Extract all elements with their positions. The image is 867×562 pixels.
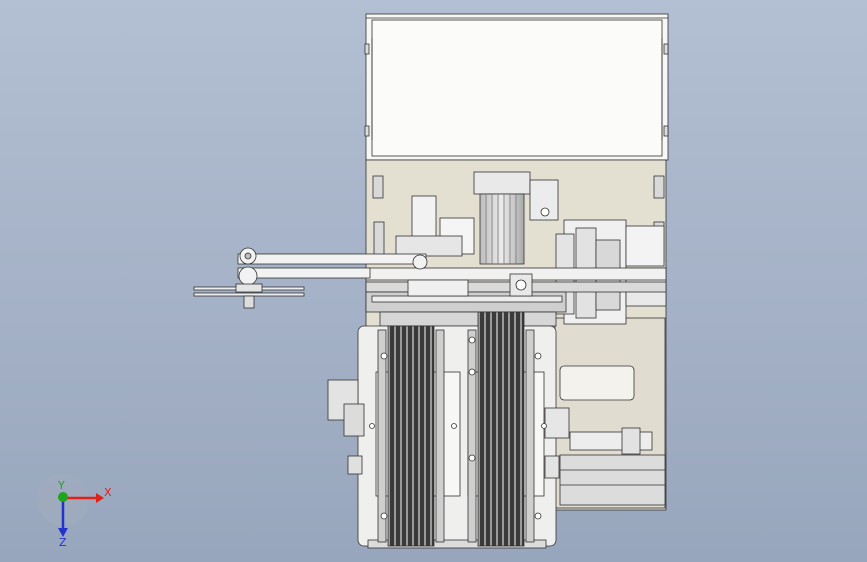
z-arrowhead-icon [58,528,68,537]
x-axis-label: X [104,486,112,499]
transfer-arm [193,247,428,309]
y-axis-label: Y [57,479,65,492]
x-arrowhead-icon [96,493,104,503]
z-axis-label: Z [59,536,67,549]
upper-cabinet [364,13,669,161]
sensor-bar [569,427,653,455]
axis-triad: X Y Z [37,474,112,549]
motor-block [395,171,559,265]
conveyor-belts [377,311,535,547]
y-axis-dot-icon [58,492,68,502]
machine-assembly [193,13,669,549]
